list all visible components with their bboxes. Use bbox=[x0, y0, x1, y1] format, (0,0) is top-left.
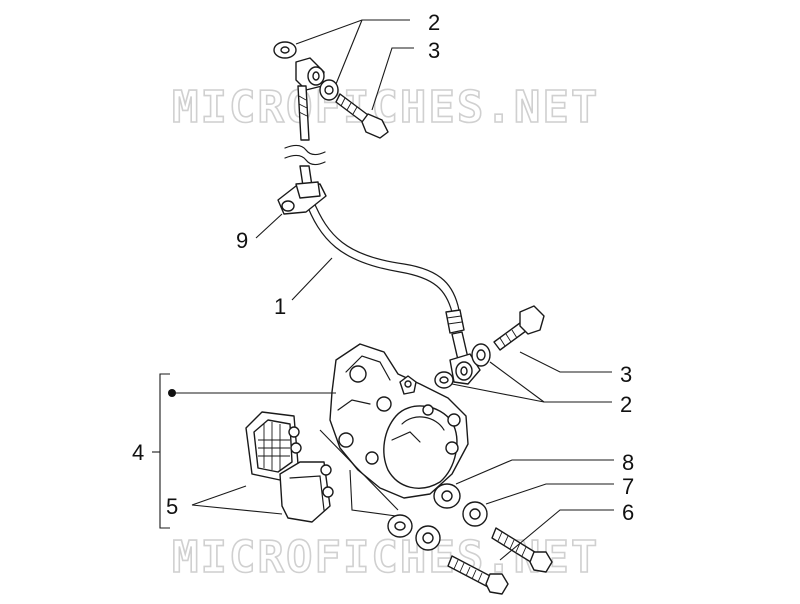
top-washer-2 bbox=[319, 79, 339, 101]
callout-4: 4 bbox=[132, 440, 144, 465]
washer-small-7 bbox=[462, 501, 488, 527]
top-washer-1 bbox=[273, 41, 297, 59]
brake-caliper bbox=[329, 343, 469, 499]
callout-dot bbox=[168, 389, 176, 397]
top-banjo-bolt bbox=[335, 93, 389, 139]
callout-9: 9 bbox=[236, 228, 248, 253]
lower-washer-1 bbox=[434, 371, 454, 389]
bolt-long-6 bbox=[491, 527, 553, 573]
lower-banjo-bolt bbox=[493, 305, 545, 351]
callout-3-lower: 3 bbox=[620, 362, 632, 387]
brake-hose bbox=[284, 85, 469, 361]
leader-lines bbox=[152, 19, 614, 561]
bolt-long-lower bbox=[447, 555, 509, 595]
callout-2-top: 2 bbox=[428, 10, 440, 35]
watermark-top: MICROFICHES.NET bbox=[172, 82, 599, 133]
washer-large-8 bbox=[433, 483, 461, 509]
lower-washer-2 bbox=[471, 343, 491, 367]
brake-pad-rear bbox=[245, 411, 302, 481]
callout-2-lower: 2 bbox=[620, 392, 632, 417]
callout-8: 8 bbox=[622, 450, 634, 475]
brake-pad-front bbox=[279, 461, 334, 523]
hose-clamp bbox=[277, 181, 327, 215]
callout-5: 5 bbox=[166, 494, 178, 519]
top-banjo-fitting bbox=[295, 57, 325, 91]
callout-1: 1 bbox=[274, 294, 286, 319]
washer-left-b bbox=[415, 525, 441, 551]
callout-7: 7 bbox=[622, 474, 634, 499]
callout-6: 6 bbox=[622, 500, 634, 525]
washer-left-a bbox=[387, 514, 413, 538]
callout-3-top: 3 bbox=[428, 38, 440, 63]
